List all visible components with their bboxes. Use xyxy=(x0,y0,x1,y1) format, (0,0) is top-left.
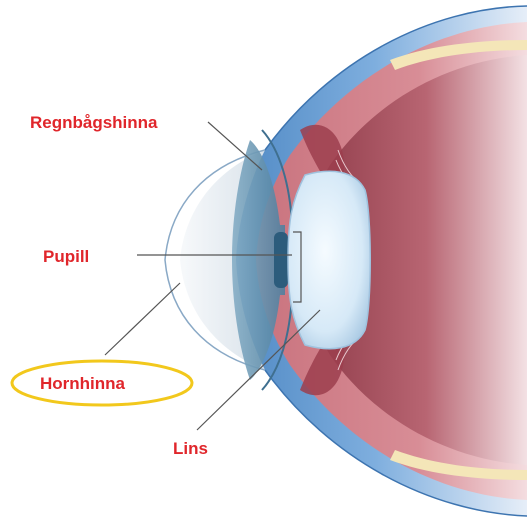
label-cornea: Hornhinna xyxy=(40,374,126,393)
label-lens: Lins xyxy=(173,439,208,458)
label-pupil: Pupill xyxy=(43,247,89,266)
cornea-leader-line xyxy=(105,283,180,355)
pupil-opening xyxy=(274,232,288,288)
lens xyxy=(288,171,370,348)
label-iris: Regnbågshinna xyxy=(30,113,158,132)
